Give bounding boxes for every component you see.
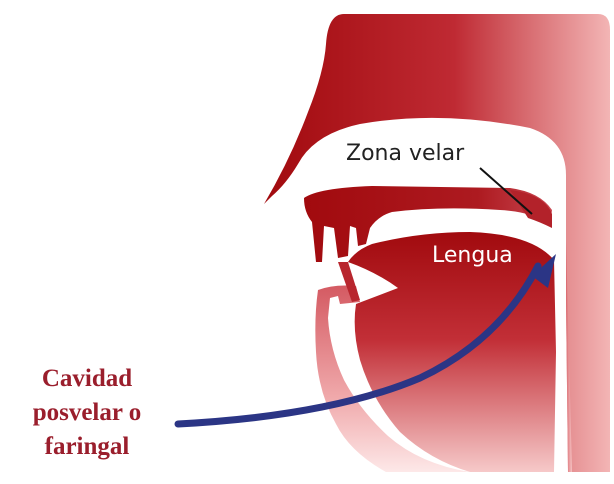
zona-velar-label: Zona velar (346, 141, 465, 166)
cavidad-caption: Cavidad posvelar o faringal (2, 362, 172, 464)
lengua-label: Lengua (432, 243, 513, 268)
